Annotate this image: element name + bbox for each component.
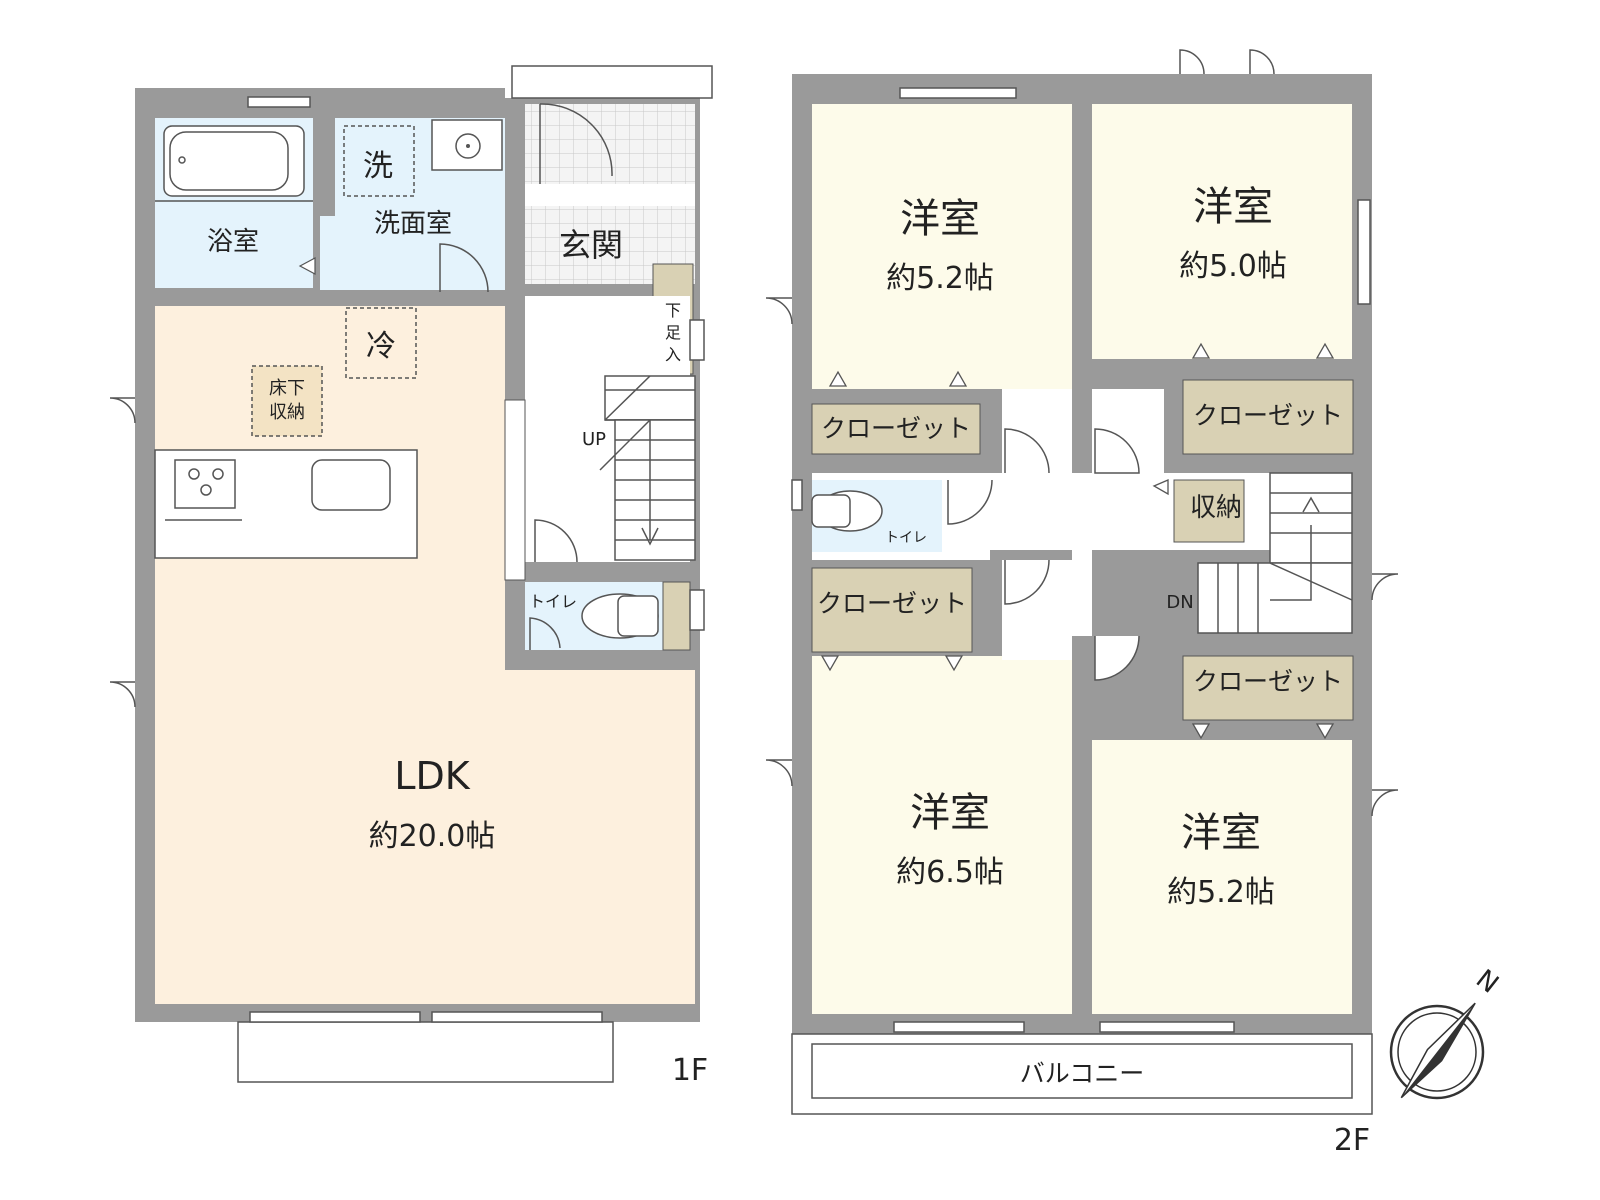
washer-space xyxy=(343,125,415,197)
ldk-label: LDK xyxy=(394,754,470,798)
floor1-label: 1F xyxy=(672,1053,708,1088)
closet-1-label: クローゼット xyxy=(821,414,971,443)
closet-1 xyxy=(811,403,981,455)
balcony-label: バルコニー xyxy=(1020,1059,1145,1088)
room-1-size: 約5.2帖 xyxy=(886,261,994,296)
entrance-tile xyxy=(525,104,695,184)
kitchen-sink xyxy=(311,459,391,511)
closet-2-label: クローゼット xyxy=(1193,401,1343,430)
room-4-name: 洋室 xyxy=(1181,810,1261,856)
room-3-name: 洋室 xyxy=(910,790,990,836)
floor-1: 浴室 洗面室 洗 冷 床下 収納 玄関 下 足 入 UP トイレ LDK 約20… xyxy=(109,65,713,1088)
room-2 xyxy=(1092,104,1352,359)
toilet-2f-label: トイレ xyxy=(885,530,927,546)
room-3-size: 約6.5帖 xyxy=(896,855,1004,890)
closet-2 xyxy=(1182,379,1354,455)
entrance-label: 玄関 xyxy=(559,226,623,264)
north-label: N xyxy=(1470,964,1504,1000)
room-2-size: 約5.0帖 xyxy=(1179,249,1287,284)
washroom-label: 洗面室 xyxy=(374,209,452,239)
floor-2: 洋室 約5.2帖 洋室 約5.0帖 洋室 約6.5帖 洋室 約5.2帖 クローゼ… xyxy=(765,49,1399,1158)
room-1-name: 洋室 xyxy=(900,196,980,242)
underfloor-storage xyxy=(251,365,323,437)
cooktop xyxy=(174,459,236,509)
shoe-storage-label-1: 下 xyxy=(665,301,681,320)
stairs-2f xyxy=(1197,472,1353,634)
washer-label: 洗 xyxy=(363,149,393,184)
closet-3-label: クローゼット xyxy=(817,589,967,618)
toilet-1f-label: トイレ xyxy=(529,592,577,611)
balcony xyxy=(791,1033,1373,1115)
stairs-down-label: DN xyxy=(1166,592,1193,613)
room-4-size: 約5.2帖 xyxy=(1167,875,1275,910)
room-4 xyxy=(1092,740,1352,1014)
closet-4 xyxy=(1182,655,1354,721)
stairs-up-label: UP xyxy=(582,429,606,450)
ldk-size: 約20.0帖 xyxy=(369,819,496,854)
shoe-storage-label-3: 入 xyxy=(665,345,681,364)
fridge-space xyxy=(345,307,417,379)
room-3 xyxy=(812,656,1072,1014)
closet-4-label: クローゼット xyxy=(1193,667,1343,696)
bathtub xyxy=(163,125,305,197)
compass-icon: N xyxy=(1389,964,1504,1100)
floor2-label: 2F xyxy=(1334,1123,1370,1158)
underfloor-storage-label-1: 床下 xyxy=(269,378,305,399)
storage-2f-label: 収納 xyxy=(1190,493,1242,523)
shoe-storage-label-2: 足 xyxy=(665,323,681,342)
bathroom-label: 浴室 xyxy=(207,227,259,257)
stairs-1f xyxy=(599,375,696,561)
fridge-label: 冷 xyxy=(366,329,396,364)
underfloor-storage-label-2: 収納 xyxy=(269,402,305,423)
room-2-name: 洋室 xyxy=(1193,184,1273,230)
closet-3 xyxy=(811,567,973,653)
room-1 xyxy=(812,104,1072,389)
storage-2f xyxy=(1173,479,1245,543)
